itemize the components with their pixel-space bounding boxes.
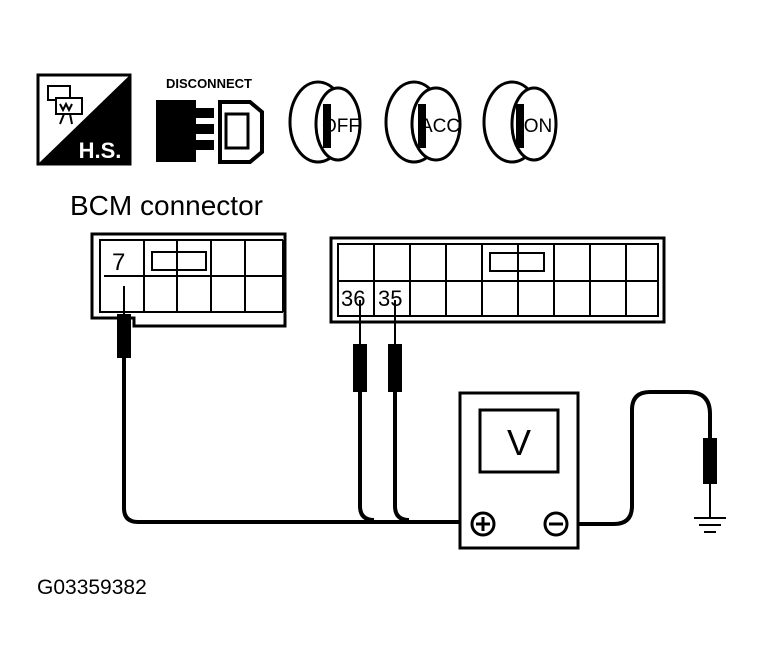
voltmeter: V: [458, 391, 580, 550]
probe-terminal-35: [388, 300, 402, 392]
terminal-36-label: 36: [341, 286, 365, 311]
ignition-off-icon: OFF: [288, 80, 362, 164]
switch-label-off: OFF: [322, 116, 360, 137]
connector-title: BCM connector: [70, 190, 263, 221]
voltmeter-display: V: [507, 422, 531, 463]
terminal-35-label: 35: [378, 286, 402, 311]
lead-terminal-36: [358, 392, 375, 522]
ground-icon: [694, 517, 726, 533]
lead-ground: [572, 390, 712, 526]
harness-label: H.S.: [79, 138, 122, 163]
test-leads: [122, 358, 712, 526]
negative-terminal-icon: [543, 511, 569, 537]
ignition-on-icon: ON: [482, 80, 558, 164]
lead-terminal-7: [122, 358, 470, 524]
disconnect-label: DISCONNECT: [166, 76, 252, 91]
positive-terminal-icon: [470, 511, 496, 537]
switch-label-on: ON: [524, 116, 553, 137]
harness-connector-icon: [47, 85, 83, 125]
bcm-connector-right: [329, 236, 666, 324]
terminal-7-label: 7: [112, 249, 125, 276]
lead-terminal-35: [393, 392, 410, 522]
probe-terminal-7: [117, 286, 131, 358]
harness-service-icon: H.S.: [36, 73, 132, 166]
probe-ground: [703, 438, 717, 518]
ignition-acc-icon: ACC: [384, 80, 462, 164]
probe-terminal-36: [353, 300, 367, 392]
disconnect-icon: DISCONNECT: [156, 76, 264, 164]
figure-code: G03359382: [37, 576, 147, 599]
bcm-connector-left: [90, 232, 287, 328]
switch-label-acc: ACC: [420, 116, 460, 137]
